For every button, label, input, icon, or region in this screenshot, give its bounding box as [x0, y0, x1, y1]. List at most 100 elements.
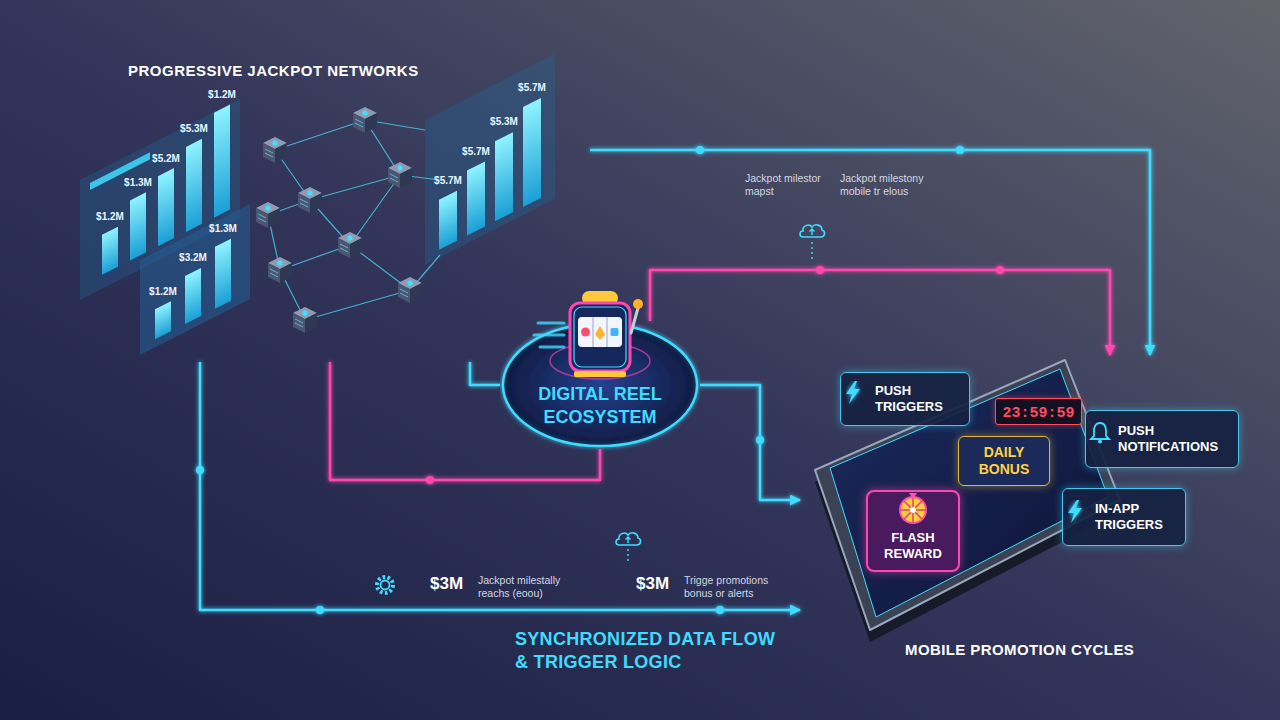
machine-body: [570, 303, 630, 371]
wheel-spokes: [900, 497, 926, 523]
milestone-amount: $3M: [636, 574, 669, 594]
flow-dot: [696, 146, 704, 154]
reel-symbol: [595, 326, 605, 340]
dashed-leader: [811, 242, 812, 262]
bar-value: $5.7M: [518, 82, 546, 94]
lightning-icon: [846, 381, 860, 404]
machine-lever: [631, 308, 638, 333]
server-icon: [338, 232, 362, 258]
flow-connector: [590, 150, 1150, 355]
bar-value: $3.2M: [179, 252, 207, 264]
trigger-panel: IN-APP TRIGGERS: [1062, 488, 1186, 546]
lightning-icon: [1068, 500, 1082, 523]
bar-value: $1.2M: [149, 286, 177, 298]
panel-label: IN-APP TRIGGERS: [1095, 501, 1175, 532]
bar-value: $5.2M: [152, 153, 180, 165]
chart-panel: [140, 204, 250, 355]
hub-ellipse: DIGITAL REEL ECOSYSTEM: [500, 321, 700, 449]
flow-dot: [716, 606, 724, 614]
chart-bar: [130, 192, 146, 260]
flow-dot: [426, 476, 434, 484]
slot-machine: [534, 291, 643, 377]
machine-trim: [574, 307, 626, 367]
flow-connector: [200, 362, 800, 610]
flow-caption: SYNCHRONIZED DATA FLOW & TRIGGER LOGIC: [515, 628, 785, 675]
bar-value: $5.3M: [490, 116, 518, 128]
hub-ellipse-outline: [503, 324, 697, 446]
bell-icon: [1091, 423, 1109, 444]
countdown-timer: 23:59:59: [995, 398, 1082, 425]
gear-icon: [377, 577, 393, 593]
chart-bar: [439, 191, 457, 250]
region-heading: MOBILE PROMOTION CYCLES: [905, 641, 1235, 658]
label-slot: Jackpot milestally reachs (eoou): [478, 574, 578, 600]
notification-panel: PUSH NOTIFICATIONS: [1085, 410, 1239, 468]
trigger-panel: PUSH TRIGGERS: [840, 372, 970, 426]
chart-bar: [186, 139, 202, 232]
server-icon: [353, 107, 377, 133]
cloud-icon: [616, 533, 641, 545]
note-text: Trigge promotions bonus or alerts: [684, 574, 784, 600]
label-slot: $5.7M: [434, 175, 462, 187]
flow-connector: [650, 270, 1110, 355]
chart-bar: [214, 105, 230, 218]
reward-card: FLASH REWARD: [866, 490, 960, 572]
gear-icon: [377, 577, 393, 593]
flow-dot: [816, 266, 824, 274]
bar-value: $1.2M: [208, 89, 236, 101]
lever-knob: [633, 299, 643, 309]
gear-icon: [381, 581, 390, 590]
panel-label: PUSH TRIGGERS: [875, 383, 959, 414]
machine-base: [574, 371, 626, 377]
cloud-icon: [626, 537, 631, 543]
motion-lines: [534, 323, 564, 347]
label-slot: $5.3M: [490, 116, 518, 128]
note-text: Jackpot milestony mobile tr elous: [840, 172, 940, 198]
server-icon: [298, 187, 322, 213]
bar-value: $1.2M: [96, 211, 124, 223]
prize-wheel: [900, 493, 926, 523]
reel-symbol: [611, 328, 619, 336]
server-icons: [256, 107, 422, 333]
chart-bar: [102, 227, 118, 275]
bonus-badge: DAILY BONUS: [958, 436, 1050, 486]
bell-icon: [1098, 440, 1102, 444]
mobile-region: PUSH TRIGGERS 23:59:59DAILY BONUSFLASH RE…: [800, 355, 1235, 670]
cloud-icon: [800, 225, 825, 237]
label-slot: $1.2M: [149, 286, 177, 298]
note-text: Jackpot milestally reachs (eoou): [478, 574, 578, 600]
chart-panel: [425, 54, 555, 265]
flow-connector: [700, 385, 800, 500]
flow-dot: [196, 466, 204, 474]
dashed-leader: [627, 549, 628, 562]
label-slot: $1.3M: [124, 177, 152, 189]
chart-bar: [495, 132, 513, 221]
reel-symbol: [581, 328, 590, 337]
label-slot: $1.2M: [96, 211, 124, 223]
label-slot: $5.7M: [518, 82, 546, 94]
flow-dot: [996, 266, 1004, 274]
server-icon: [398, 277, 422, 303]
network-region: PROGRESSIVE JACKPOT NETWORKS: [70, 55, 590, 362]
flow-dots: [196, 146, 1004, 614]
region-heading: PROGRESSIVE JACKPOT NETWORKS: [128, 62, 419, 79]
cloud-icon: [616, 533, 641, 545]
milestone-amount: $3M: [430, 574, 463, 594]
chart-bar: [523, 98, 541, 207]
machine-top: [582, 291, 618, 305]
label-slot: $1.2M: [208, 89, 236, 101]
label-slot: $5.7M: [462, 146, 490, 158]
chart-bar: [155, 301, 171, 339]
network-link: [268, 120, 440, 320]
hub-inner-ring: [550, 343, 650, 379]
label-slot: Trigge promotions bonus or alerts: [684, 574, 784, 600]
cloud-icon: [810, 229, 815, 235]
chart-bar: [158, 168, 174, 246]
cloud-icon: [800, 225, 825, 237]
server-icon: [268, 257, 292, 283]
panel-label: PUSH NOTIFICATIONS: [1118, 423, 1228, 454]
